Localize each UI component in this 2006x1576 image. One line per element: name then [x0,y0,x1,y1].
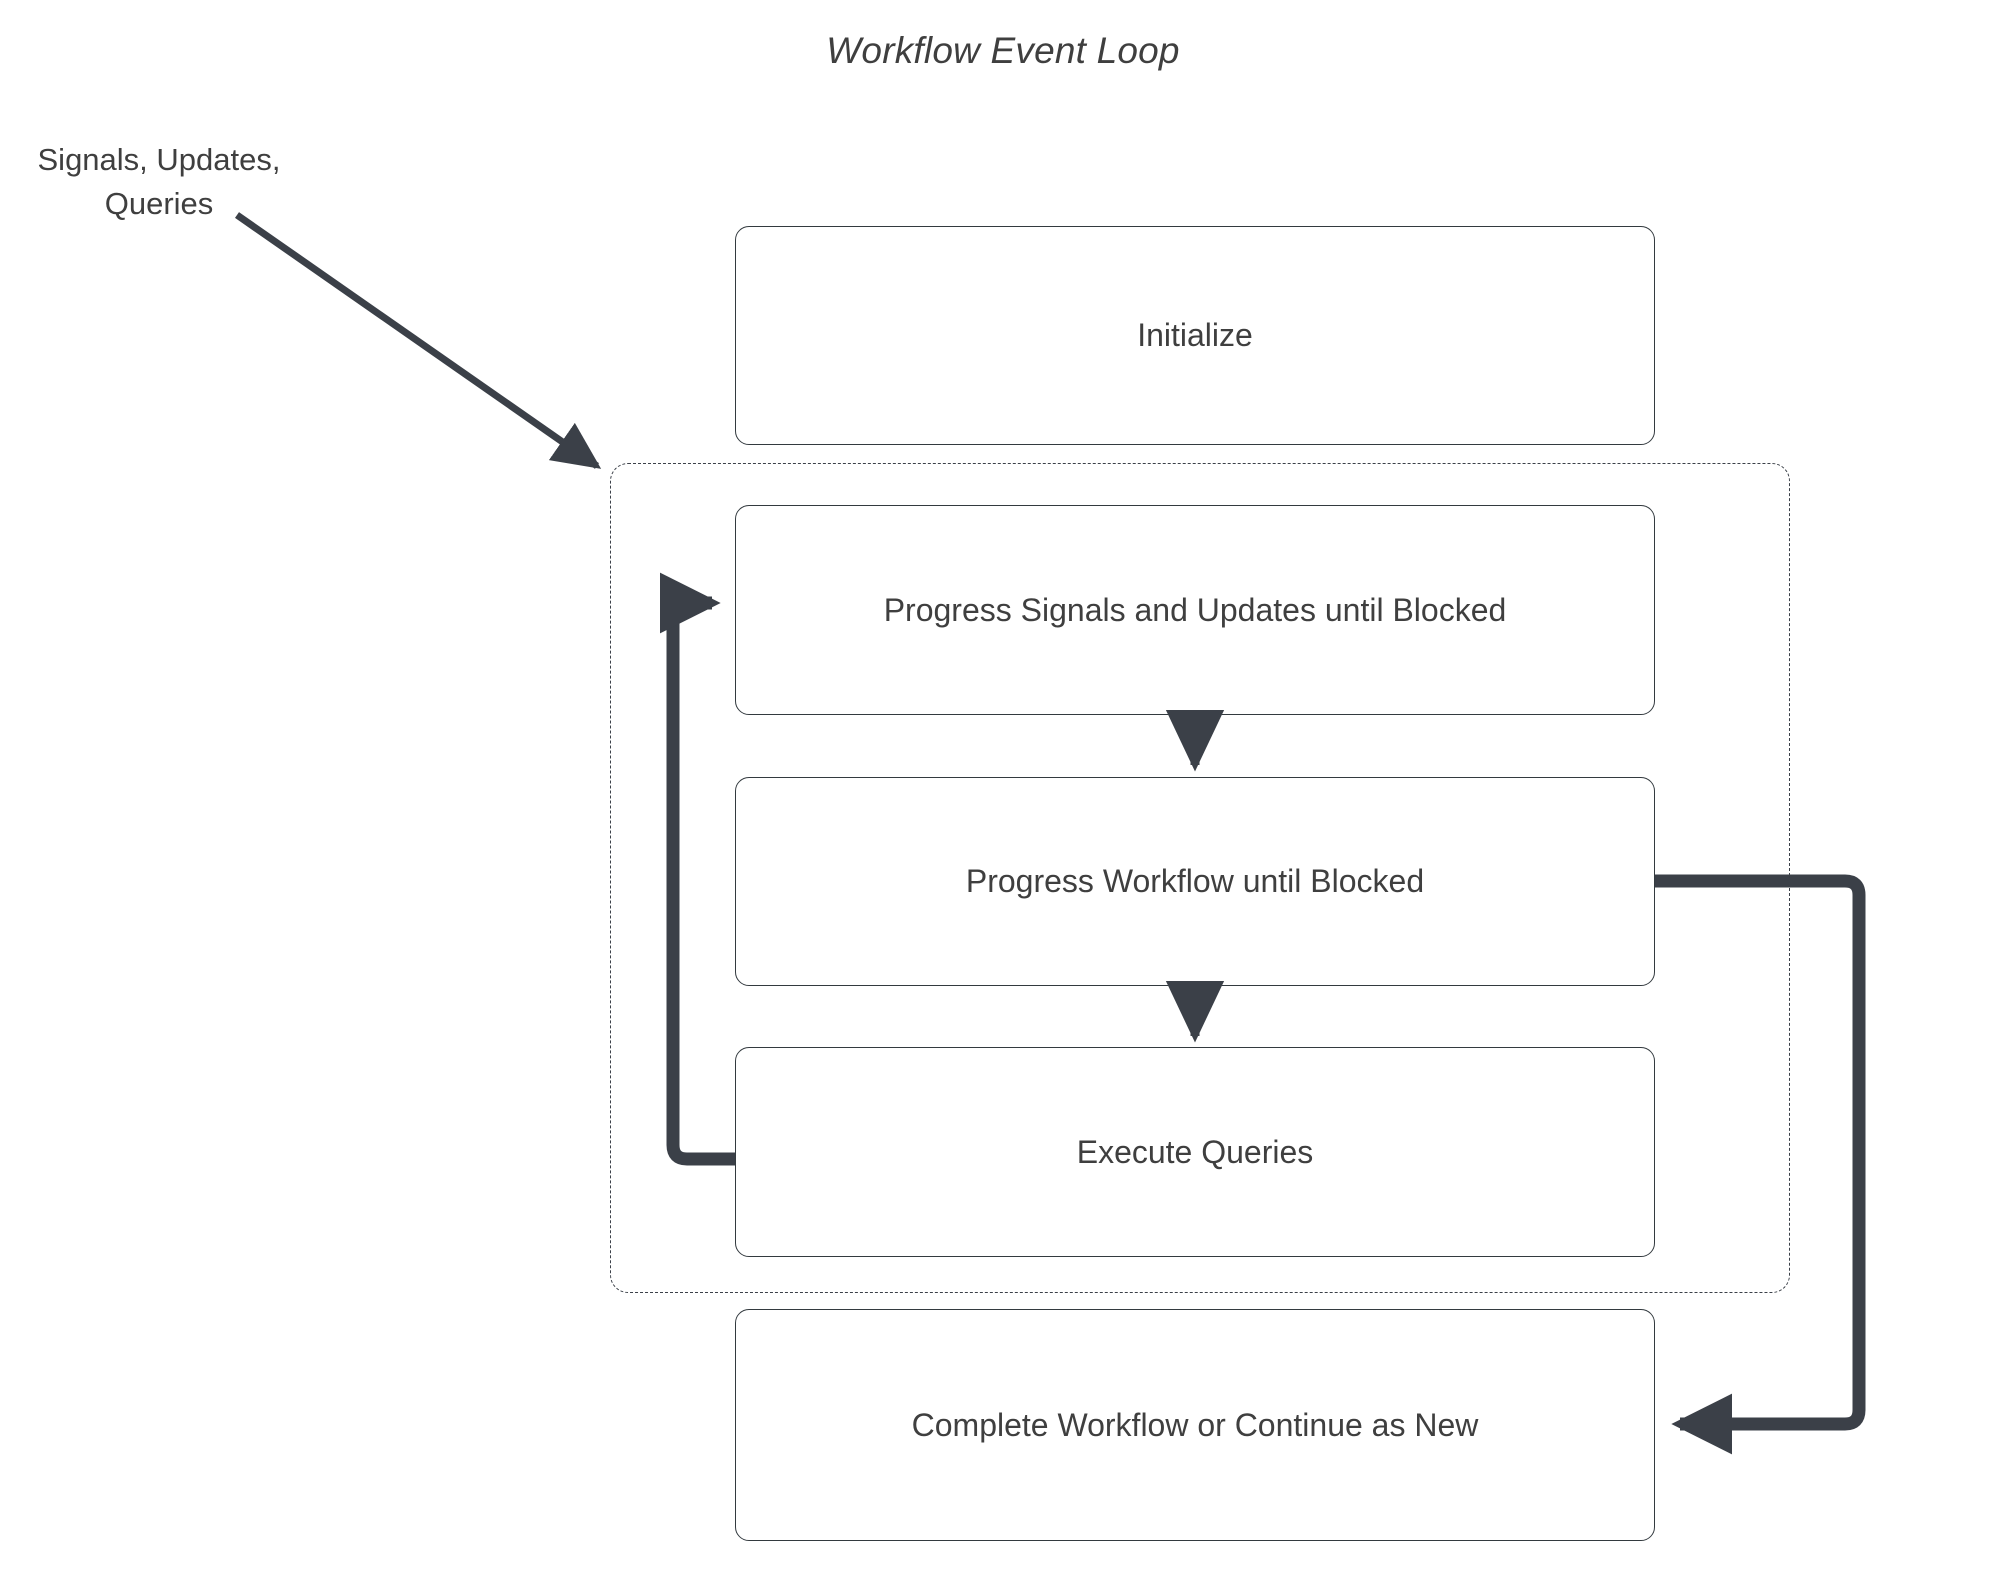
node-progress-signals-label: Progress Signals and Updates until Block… [883,591,1507,628]
node-execute-queries-label: Execute Queries [1076,1133,1314,1170]
node-initialize[interactable]: Initialize [735,226,1655,445]
page-title: Workflow Event Loop [826,30,1180,71]
node-initialize-label: Initialize [1137,317,1253,354]
node-progress-signals-and-updates[interactable]: Progress Signals and Updates until Block… [735,505,1655,715]
node-progress-workflow-label: Progress Workflow until Blocked [965,863,1425,900]
edge-input-to-loop [234,212,602,469]
external-input-label: Signals, Updates, Queries [14,138,304,226]
node-execute-queries[interactable]: Execute Queries [735,1047,1655,1257]
edge-queries-back-to-signals [659,572,735,1166]
node-complete-workflow[interactable]: Complete Workflow or Continue as New [735,1309,1655,1541]
edge-workflow-to-complete [1655,874,1866,1455]
node-progress-workflow[interactable]: Progress Workflow until Blocked [735,777,1655,986]
node-complete-workflow-label: Complete Workflow or Continue as New [911,1406,1479,1443]
external-input-label-line1: Signals, Updates, [37,142,281,177]
external-input-label-line2: Queries [104,186,214,221]
